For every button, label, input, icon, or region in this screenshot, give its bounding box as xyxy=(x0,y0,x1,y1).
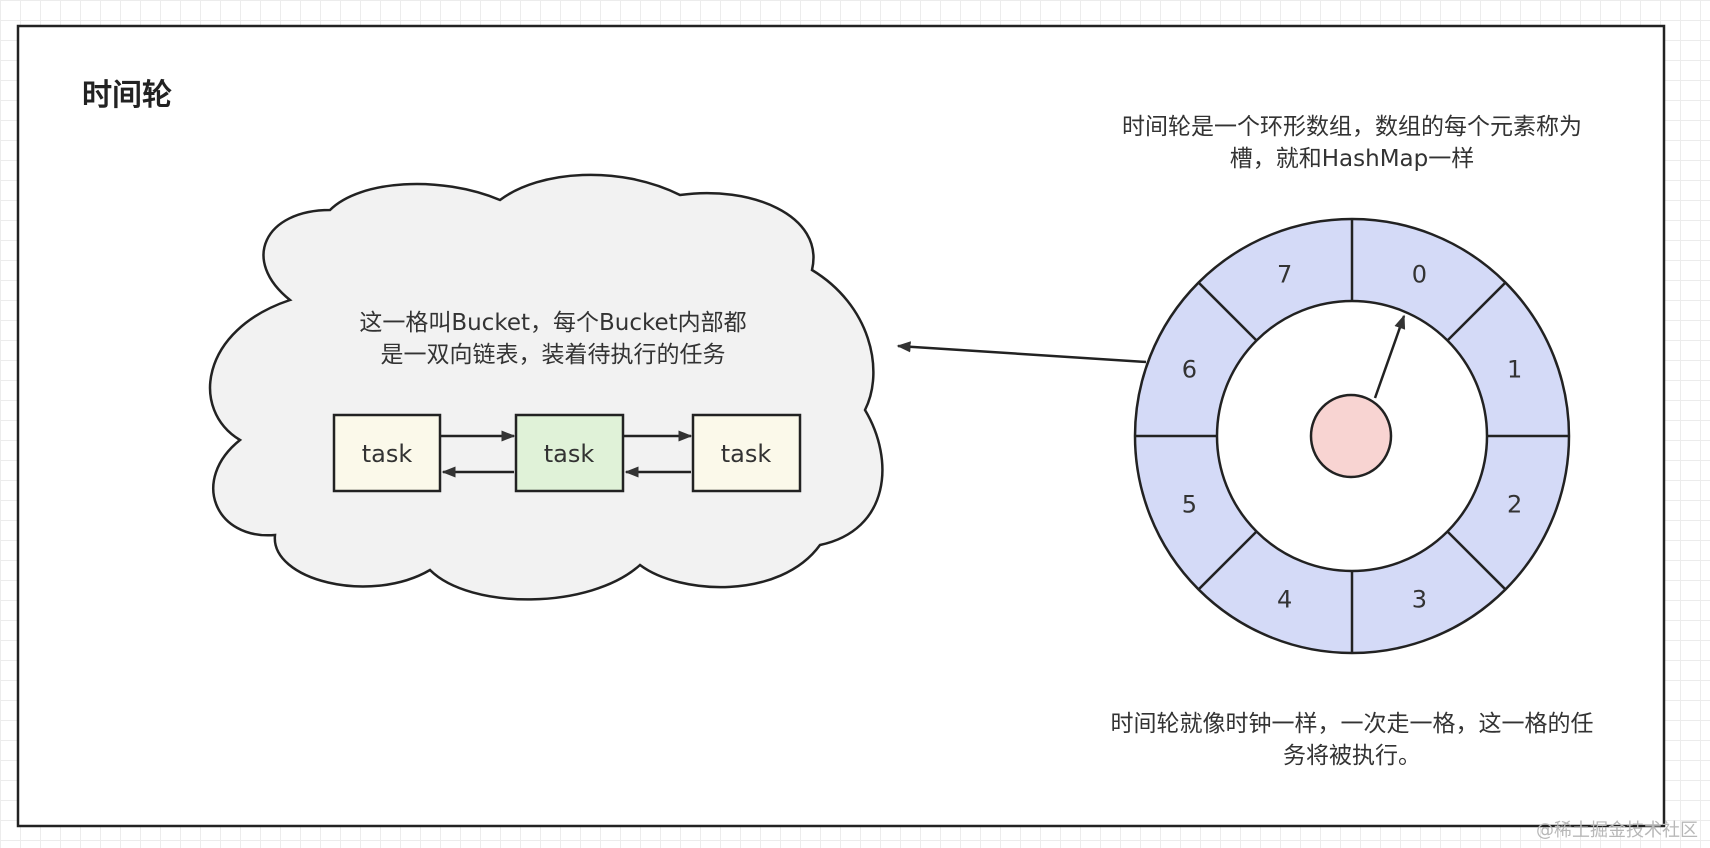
watermark: @稀土掘金技术社区 xyxy=(1536,820,1698,841)
slot-label-0: 0 xyxy=(1412,260,1427,288)
wheel-description-line-2: 槽，就和HashMap一样 xyxy=(1230,146,1475,172)
step-description-line-2: 务将被执行。 xyxy=(1283,743,1421,769)
slot-divider xyxy=(1446,530,1507,591)
time-wheel: 0 1 2 3 4 5 6 7 xyxy=(1133,217,1571,655)
slot-divider xyxy=(1197,281,1258,342)
task-node: task xyxy=(691,413,802,493)
slot-label-7: 7 xyxy=(1277,260,1292,288)
task-label: task xyxy=(721,440,772,468)
slot-label-3: 3 xyxy=(1412,586,1427,614)
slot-label-1: 1 xyxy=(1507,356,1522,384)
wheel-hub xyxy=(1309,393,1393,479)
slot-label-6: 6 xyxy=(1182,356,1197,384)
bucket-description-line-1: 这一格叫Bucket，每个Bucket内部都 xyxy=(359,310,746,336)
wheel-pointer-hand xyxy=(1373,314,1406,399)
bucket-description-line-2: 是一双向链表，装着待执行的任务 xyxy=(381,342,726,368)
task-node-active: task xyxy=(514,413,625,493)
slot-divider xyxy=(1197,530,1258,591)
task-label: task xyxy=(362,440,413,468)
task-label: task xyxy=(544,440,595,468)
diagram-title: 时间轮 xyxy=(82,78,172,113)
task-node: task xyxy=(332,413,442,493)
slot-divider xyxy=(1446,281,1507,342)
wheel-description-line-1: 时间轮是一个环形数组，数组的每个元素称为 xyxy=(1122,114,1582,140)
slot-to-bucket-arrow xyxy=(896,341,1147,364)
slot-label-2: 2 xyxy=(1507,490,1522,518)
slot-label-4: 4 xyxy=(1277,586,1292,614)
slot-label-5: 5 xyxy=(1182,490,1197,518)
step-description-line-1: 时间轮就像时钟一样，一次走一格，这一格的任 xyxy=(1111,711,1594,737)
bucket-cloud xyxy=(208,173,884,601)
